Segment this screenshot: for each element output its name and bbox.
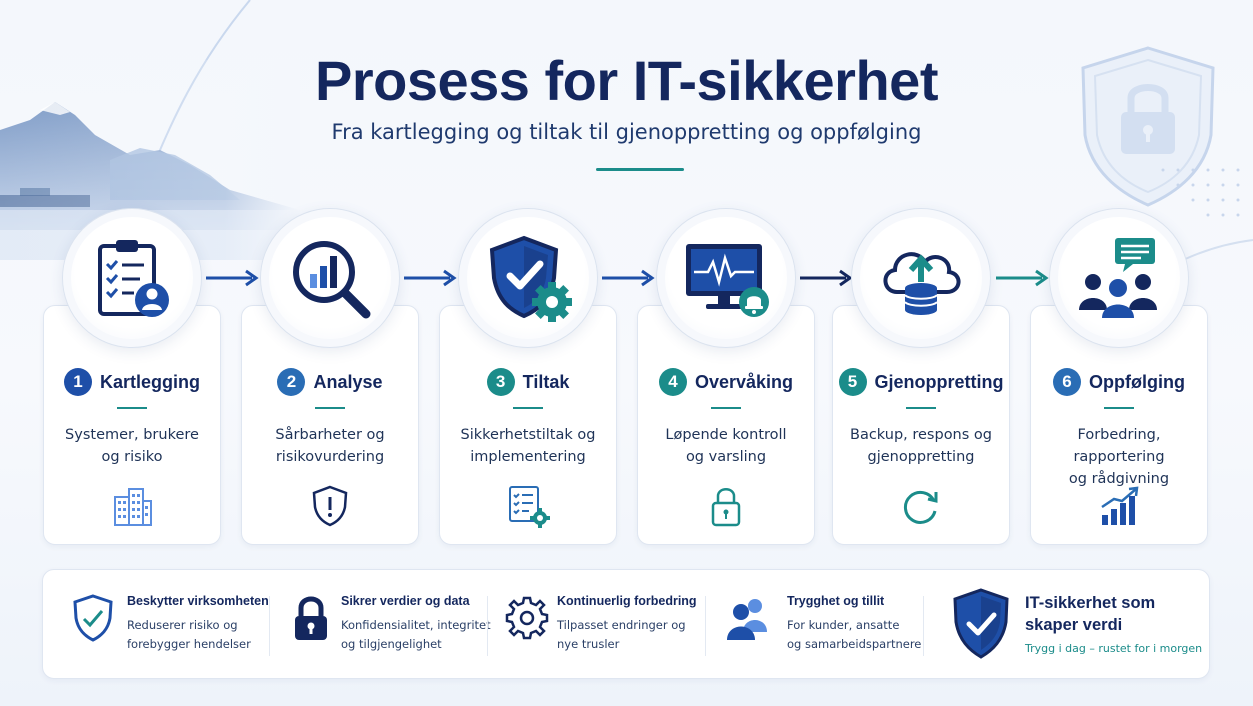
step-header-gjenoppretting: 5 Gjenoppretting xyxy=(832,366,1010,398)
step-description: Systemer, brukere og risiko xyxy=(65,427,199,465)
shield-gear-icon xyxy=(489,235,572,322)
clipboard-user-icon xyxy=(98,240,169,317)
title-divider xyxy=(596,168,684,171)
arrow-right-icon xyxy=(404,269,457,287)
arrow-right-icon xyxy=(996,269,1049,287)
shield-check-large-icon xyxy=(953,588,1009,659)
benefit-description: For kunder, ansatte og samarbeidspartner… xyxy=(787,618,922,651)
step-description: Sikkerhetstiltak og implementering xyxy=(460,427,596,465)
step-circle-tiltak xyxy=(458,208,598,348)
benefit-title: Trygghet og tillit xyxy=(787,594,885,608)
benefit-item: Beskytter virksomheten Reduserer risiko … xyxy=(69,570,269,680)
divider xyxy=(487,596,488,656)
benefit-description: Reduserer risiko og forebygger hendelser xyxy=(127,618,251,651)
step-number: 5 xyxy=(838,368,867,396)
benefit-description: Konfidensialitet, integritet og tilgjeng… xyxy=(341,618,491,651)
divider xyxy=(269,596,270,656)
step-title: Analyse xyxy=(313,371,383,392)
users-icon xyxy=(727,599,767,640)
background-shield-icon xyxy=(1081,46,1215,207)
building-icon xyxy=(114,488,152,526)
step-header-oppfolging: 6 Oppfølging xyxy=(1030,366,1208,398)
step-circle-overvaking xyxy=(656,208,796,348)
step-title: Kartlegging xyxy=(99,371,200,392)
step-divider xyxy=(1104,407,1134,409)
divider xyxy=(923,596,924,656)
benefit-title: Beskytter virksomheten xyxy=(127,594,269,608)
step-number: 2 xyxy=(277,368,306,396)
shield-alert-icon xyxy=(312,485,348,527)
step-description: Løpende kontroll og varsling xyxy=(665,427,787,465)
step-divider xyxy=(711,407,741,409)
step-divider xyxy=(117,407,147,409)
step-description: Forbedring, rapportering og rådgivning xyxy=(1068,427,1170,487)
step-circle-kartlegging xyxy=(62,208,202,348)
benefit-description: Tilpasset endringer og nye trusler xyxy=(557,618,686,651)
checklist-gear-icon xyxy=(509,486,550,528)
step-title: Overvåking xyxy=(694,371,794,392)
arrow-right-icon xyxy=(800,269,853,287)
step-header-analyse: 2 Analyse xyxy=(241,366,419,398)
step-circle-analyse xyxy=(260,208,400,348)
step-title: Tiltak xyxy=(522,371,570,392)
closing-title: IT-sikkerhet som skaper verdi xyxy=(1025,594,1156,634)
step-header-overvaking: 4 Overvåking xyxy=(637,366,815,398)
shield-check-icon xyxy=(73,594,113,642)
gear-icon xyxy=(505,596,549,640)
padlock-icon xyxy=(295,596,327,640)
mountain-landscape xyxy=(0,60,300,260)
step-divider xyxy=(513,407,543,409)
people-chat-icon xyxy=(1079,238,1157,318)
refresh-icon xyxy=(903,490,938,524)
step-circle-gjenoppretting xyxy=(851,208,991,348)
step-divider xyxy=(315,407,345,409)
divider xyxy=(705,596,706,656)
step-title: Gjenoppretting xyxy=(874,371,1004,392)
cloud-database-icon xyxy=(883,252,961,315)
page-title: Prosess for IT-sikkerhet xyxy=(315,49,938,112)
benefits-panel: Beskytter virksomheten Reduserer risiko … xyxy=(42,569,1210,679)
benefit-item: Sikrer verdier og data Konfidensialitet,… xyxy=(287,570,491,680)
step-divider xyxy=(906,407,936,409)
step-number: 3 xyxy=(486,368,515,396)
step-description: Sårbarheter og risikovurdering xyxy=(275,427,385,465)
step-description: Backup, respons og gjenoppretting xyxy=(850,427,992,465)
closing-statement: IT-sikkerhet som skaper verdi Trygg i da… xyxy=(949,570,1203,680)
monitor-bell-icon xyxy=(686,244,769,317)
page-subtitle: Fra kartlegging og tiltak til gjenoppret… xyxy=(331,120,922,144)
step-number: 4 xyxy=(658,368,687,396)
benefit-item: Kontinuerlig forbedring Tilpasset endrin… xyxy=(503,570,703,680)
benefit-title: Sikrer verdier og data xyxy=(341,594,470,608)
benefit-title: Kontinuerlig forbedring xyxy=(557,594,697,608)
benefit-item: Trygghet og tillit For kunder, ansatte o… xyxy=(723,570,923,680)
arrow-right-icon xyxy=(206,269,259,287)
magnifier-chart-icon xyxy=(293,241,371,319)
arrow-right-icon xyxy=(602,269,655,287)
step-circle-oppfolging xyxy=(1049,208,1189,348)
step-title: Oppfølging xyxy=(1089,371,1185,392)
step-header-kartlegging: 1 Kartlegging xyxy=(43,366,221,398)
bar-chart-up-icon xyxy=(1101,486,1139,525)
lock-icon xyxy=(711,488,741,527)
step-number: 6 xyxy=(1053,368,1082,396)
step-number: 1 xyxy=(63,368,92,396)
step-header-tiltak: 3 Tiltak xyxy=(439,366,617,398)
closing-tagline: Trygg i dag – rustet for i morgen xyxy=(1025,642,1203,655)
